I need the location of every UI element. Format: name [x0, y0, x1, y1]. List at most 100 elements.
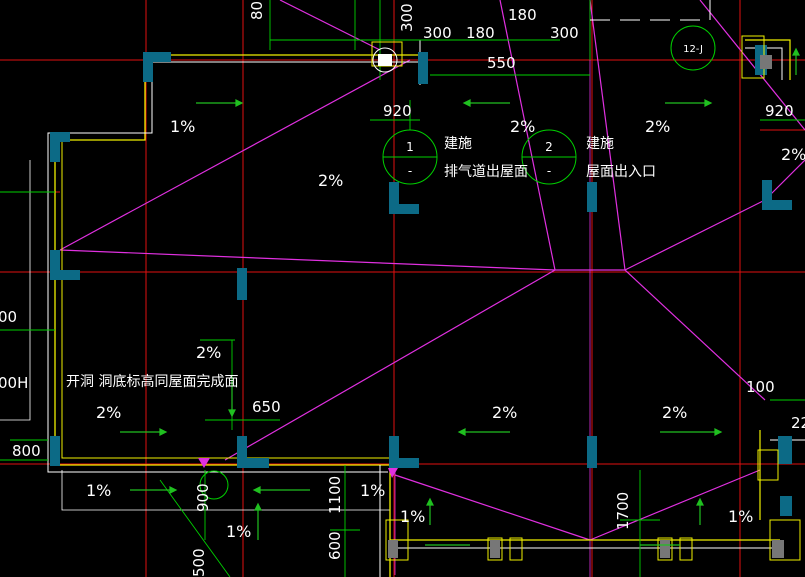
column [389, 458, 419, 468]
structure-outline [487, 537, 503, 561]
dimension-text: 1100 [326, 476, 344, 514]
slope-text: 1% [226, 522, 251, 541]
structure-fill [760, 55, 772, 69]
dimension-text: 300 [550, 24, 579, 42]
structure-fill [660, 540, 670, 558]
column [50, 132, 70, 142]
slope-arrow-head [426, 497, 434, 506]
structure-fill [388, 540, 398, 558]
drain-marker [388, 468, 398, 478]
slope-text: 2% [510, 117, 535, 136]
dimension-text: 920 [383, 102, 412, 120]
column [143, 52, 171, 62]
ridge-line [499, 0, 556, 271]
structure-fill [772, 540, 784, 558]
slope-arrow-head [252, 486, 261, 494]
slope-arrows [120, 47, 800, 546]
slope-arrow-head [792, 47, 800, 56]
callout-number: 2 [545, 140, 553, 154]
column [778, 436, 792, 464]
slope-text: 1% [360, 481, 385, 500]
ridge-line [394, 474, 591, 541]
column [389, 204, 419, 214]
ridge-line [589, 0, 626, 271]
structure-outline [509, 537, 523, 561]
dimension-text: 500 [190, 548, 208, 577]
wall-line [0, 160, 31, 421]
ridge-line [224, 269, 556, 461]
dimension-text: 650 [252, 398, 281, 416]
ridge-line [624, 269, 766, 401]
wall-line [61, 140, 390, 459]
slope-arrow-head [704, 99, 713, 107]
outlet-markers [198, 47, 398, 500]
column [50, 270, 80, 280]
slope-text: 2% [196, 343, 221, 362]
structure-outline [679, 537, 693, 561]
slope-arrow-head [235, 99, 244, 107]
dimension-text: 800 [12, 442, 41, 460]
slope-text: 2% [781, 145, 805, 164]
column [762, 200, 792, 210]
callout-title: 建施 [444, 136, 472, 152]
pipe-circle [199, 470, 229, 500]
callout-sheet: - [547, 164, 551, 178]
columns [50, 45, 792, 516]
dimension-text: 00H [0, 374, 28, 392]
column [587, 436, 597, 468]
slope-text: 1% [728, 507, 753, 526]
callout-number: 1 [406, 140, 414, 154]
ridge-lines [59, 0, 805, 541]
callout-sheet: - [408, 164, 412, 178]
slope-text: 2% [96, 403, 121, 422]
column [50, 132, 60, 162]
dimension-text: 600 [326, 531, 344, 560]
structure-fills [388, 55, 784, 558]
slope-arrow-head [696, 497, 704, 506]
exhaust-vent-symbol [378, 54, 392, 66]
dimension-text: 900 [194, 483, 212, 512]
column [50, 250, 60, 280]
structure-outline [385, 519, 409, 561]
dimension-text: 180 [466, 24, 495, 42]
callout-circle-3 [670, 25, 716, 71]
dimension-text: 1700 [614, 492, 632, 530]
dimension-text: 920 [765, 102, 794, 120]
slope-text: 1% [86, 481, 111, 500]
structure-fill [490, 540, 500, 558]
slope-arrow-head [169, 486, 178, 494]
dimension-text: 550 [487, 54, 516, 72]
slope-arrow-head [462, 99, 471, 107]
slope-arrow-head [254, 502, 262, 511]
column [418, 52, 428, 84]
slope-arrow-head [457, 428, 466, 436]
structure-outline [757, 449, 779, 481]
wall-line [745, 39, 791, 80]
structure-outline [769, 519, 801, 561]
dimension-text: 00 [0, 308, 17, 326]
wall-line [47, 62, 388, 473]
structure-outlines [371, 35, 801, 561]
slope-text: 2% [662, 403, 687, 422]
callout-description: 屋面出入口 [586, 164, 656, 180]
slope-text: 1% [170, 117, 195, 136]
callout-circles [382, 25, 716, 185]
dimension-text: 180 [508, 6, 537, 24]
callout-title: 建施 [586, 136, 614, 152]
column [50, 436, 60, 466]
column [237, 458, 269, 468]
wall-line [61, 470, 390, 511]
ridge-line [59, 249, 556, 271]
column [389, 436, 399, 468]
ridge-line [279, 0, 381, 51]
exhaust-vent-symbol [372, 47, 398, 73]
slope-text: 1% [400, 507, 425, 526]
slope-labels: 1% 2% 2% 2% 2% 2% 2% 2% 2% 1% 1% 1% 1% 1… [86, 117, 805, 541]
callout-labels: 1 - 建施 排气道出屋面 2 - 建施 屋面出入口 12-J [406, 44, 703, 180]
ridge-line [589, 469, 761, 541]
dashed-lines [590, 0, 711, 21]
